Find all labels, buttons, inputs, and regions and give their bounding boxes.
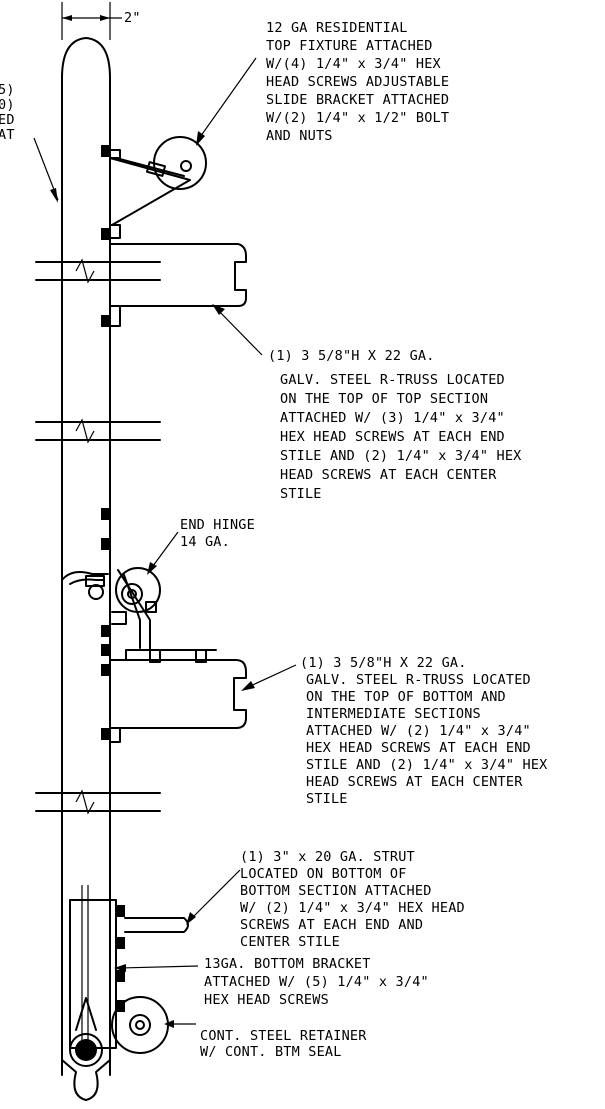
dimension-label: 2" xyxy=(124,10,141,26)
note-strut: (1) 3" x 20 GA. STRUT LOCATED ON BOTTOM … xyxy=(240,849,465,950)
hex-screws xyxy=(101,145,125,1012)
end-hinge xyxy=(61,567,161,651)
note-bottom-bracket: 13GA. BOTTOM BRACKET ATTACHED W/ (5) 1/4… xyxy=(204,956,429,1008)
note-line: STILE xyxy=(306,791,348,807)
note-line: (1) 3" x 20 GA. STRUT xyxy=(240,849,415,865)
note-line: INTERMEDIATE SECTIONS xyxy=(306,706,481,722)
note-line: HEX HEAD SCREWS AT EACH END xyxy=(306,740,531,756)
dimension-2in: 2" xyxy=(61,2,141,40)
partial-label: 5) 0) ED AT xyxy=(0,82,59,203)
note-line: HEAD SCREWS AT EACH CENTER xyxy=(306,774,523,790)
note-line: (1) 3 5/8"H X 22 GA. xyxy=(268,348,435,364)
note-line: BOTTOM SECTION ATTACHED xyxy=(240,883,432,899)
note-line: HEX HEAD SCREWS AT EACH END xyxy=(280,429,505,445)
break-line xyxy=(35,789,161,815)
note-end-hinge: END HINGE 14 GA. xyxy=(180,517,255,550)
leader-lines xyxy=(114,57,297,1028)
note-line: HEAD SCREWS AT EACH CENTER xyxy=(280,467,497,483)
partial-label-line: 5) xyxy=(0,82,15,98)
partial-label-line: ED xyxy=(0,112,15,128)
note-line: LOCATED ON BOTTOM OF xyxy=(240,866,407,882)
door-panel xyxy=(35,37,161,1076)
note-line: END HINGE xyxy=(180,517,255,533)
note-line: 12 GA RESIDENTIAL xyxy=(266,20,408,36)
note-line: GALV. STEEL R-TRUSS LOCATED xyxy=(306,672,531,688)
partial-label-line: 0) xyxy=(0,97,15,113)
note-line: ON THE TOP OF TOP SECTION xyxy=(280,391,488,407)
note-line: (1) 3 5/8"H X 22 GA. xyxy=(300,655,467,671)
note-bottom-truss: (1) 3 5/8"H X 22 GA. GALV. STEEL R-TRUSS… xyxy=(300,655,548,807)
note-line: 13GA. BOTTOM BRACKET xyxy=(204,956,371,972)
note-line: ON THE TOP OF BOTTOM AND xyxy=(306,689,506,705)
note-line: STILE AND (2) 1/4" x 3/4" HEX xyxy=(306,757,548,773)
top-fixture xyxy=(109,136,207,239)
note-retainer: CONT. STEEL RETAINER W/ CONT. BTM SEAL xyxy=(200,1028,367,1060)
bottom-hardware xyxy=(61,885,189,1101)
note-line: TOP FIXTURE ATTACHED xyxy=(266,38,433,54)
note-line: HEAD SCREWS ADJUSTABLE xyxy=(266,74,449,90)
note-line: W/ (2) 1/4" x 3/4" HEX HEAD xyxy=(240,900,465,916)
note-line: ATTACHED W/ (3) 1/4" x 3/4" xyxy=(280,410,505,426)
note-line: SLIDE BRACKET ATTACHED xyxy=(266,92,449,108)
note-line: ATTACHED W/ (5) 1/4" x 3/4" xyxy=(204,974,429,990)
note-line: CONT. STEEL RETAINER xyxy=(200,1028,367,1044)
note-line: CENTER STILE xyxy=(240,934,340,950)
note-line: ATTACHED W/ (2) 1/4" x 3/4" xyxy=(306,723,531,739)
partial-label-line: AT xyxy=(0,127,15,143)
note-top-truss: (1) 3 5/8"H X 22 GA. GALV. STEEL R-TRUSS… xyxy=(268,348,522,502)
note-line: AND NUTS xyxy=(266,128,333,144)
note-top-fixture: 12 GA RESIDENTIAL TOP FIXTURE ATTACHED W… xyxy=(266,20,449,144)
note-line: STILE xyxy=(280,486,322,502)
note-line: 14 GA. xyxy=(180,534,230,550)
note-line: W/(2) 1/4" x 1/2" BOLT xyxy=(266,110,449,126)
break-line xyxy=(35,258,161,284)
note-line: SCREWS AT EACH END AND xyxy=(240,917,423,933)
note-line: HEX HEAD SCREWS xyxy=(204,992,329,1008)
bottom-r-truss xyxy=(109,649,247,743)
note-line: W/ CONT. BTM SEAL xyxy=(200,1044,342,1060)
note-line: GALV. STEEL R-TRUSS LOCATED xyxy=(280,372,505,388)
top-r-truss xyxy=(109,243,247,327)
note-line: W/(4) 1/4" x 3/4" HEX xyxy=(266,56,441,72)
break-line xyxy=(35,418,161,444)
note-line: STILE AND (2) 1/4" x 3/4" HEX xyxy=(280,448,522,464)
